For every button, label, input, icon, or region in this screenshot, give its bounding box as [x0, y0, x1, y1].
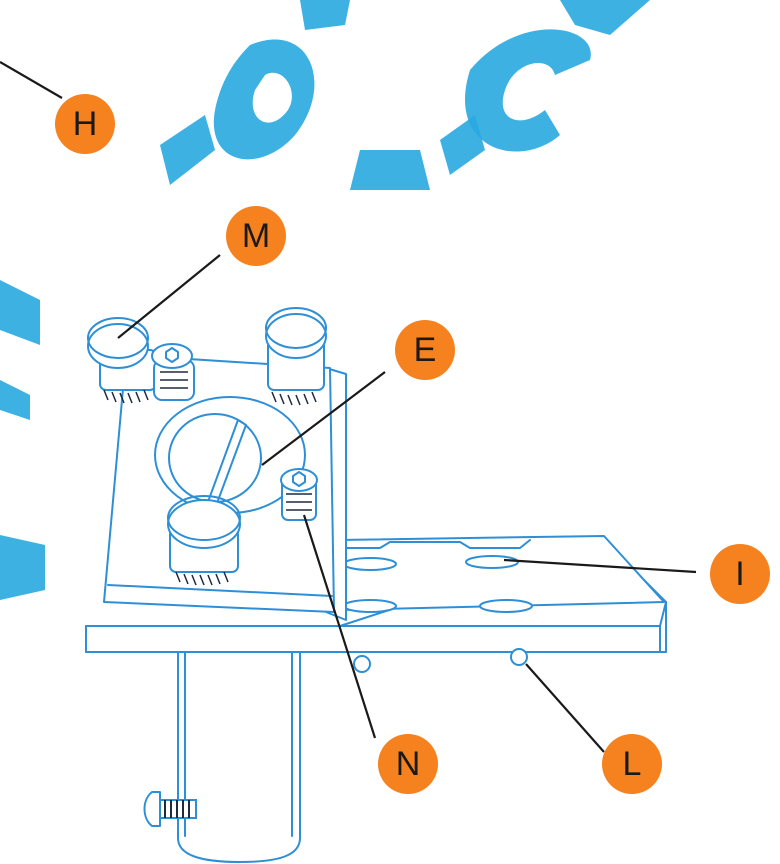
adjustment-knob-top-right — [266, 308, 326, 405]
svg-text:N: N — [396, 745, 421, 783]
slot-3 — [344, 600, 396, 612]
slot-1 — [344, 558, 396, 570]
label-badge-h: H — [55, 94, 115, 154]
base-hole-left — [354, 656, 370, 672]
svg-text:E: E — [414, 331, 437, 369]
svg-text:H: H — [73, 105, 98, 143]
adjustment-knob-top-left — [88, 318, 156, 403]
svg-text:I: I — [735, 555, 744, 593]
slot-2 — [466, 556, 518, 568]
svg-text:M: M — [242, 217, 270, 255]
label-badge-e: E — [395, 320, 455, 380]
base-hole-right — [511, 649, 527, 665]
leader-m — [118, 255, 220, 338]
label-badge-m: M — [226, 206, 286, 266]
slot-4 — [480, 600, 532, 612]
label-badge-l: L — [602, 734, 662, 794]
adjustment-knob-bottom — [168, 496, 240, 585]
svg-text:L: L — [623, 745, 642, 783]
label-badge-n: N — [378, 734, 438, 794]
hex-screw-middle — [281, 469, 317, 520]
mounting-post — [178, 652, 300, 862]
leader-l — [526, 664, 604, 752]
hex-screw-top — [152, 344, 194, 400]
leader-h — [0, 62, 62, 98]
slotted-plate — [336, 536, 664, 612]
label-badge-i: I — [710, 544, 770, 604]
